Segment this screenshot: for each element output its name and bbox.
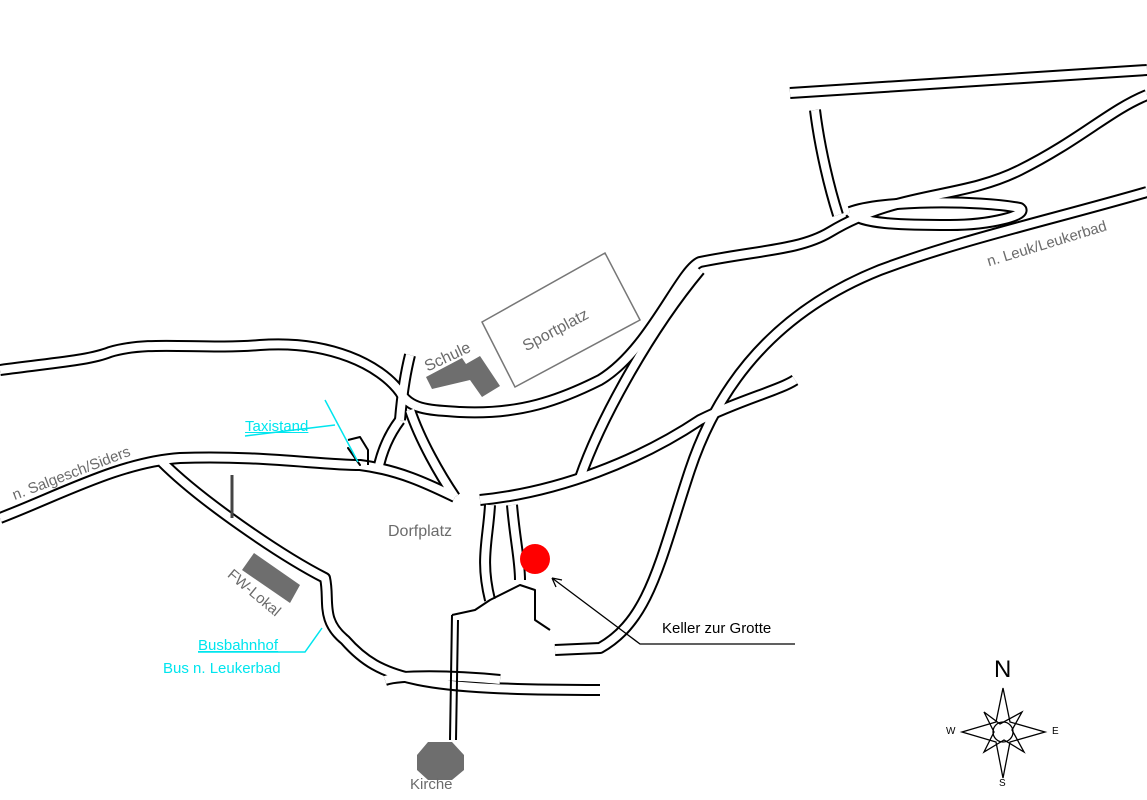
path-to-kirche xyxy=(449,584,551,741)
compass-rose-icon xyxy=(959,687,1048,779)
busbahnhof-pointer xyxy=(198,627,323,653)
compass-e: E xyxy=(1052,726,1059,737)
label-keller: Keller zur Grotte xyxy=(662,620,772,637)
schule-building xyxy=(426,356,500,397)
keller-marker[interactable] xyxy=(520,544,550,574)
sportplatz-field xyxy=(481,251,642,389)
compass-w: W xyxy=(946,726,956,737)
road-outlines xyxy=(0,64,1147,696)
link-taxistand[interactable]: Taxistand xyxy=(245,418,309,435)
link-busbahnhof[interactable]: Busbahnhof xyxy=(198,637,279,654)
keller-pointer-arrow xyxy=(551,577,795,645)
fw-lokal-building xyxy=(242,553,300,603)
taxistand-pointer xyxy=(244,399,359,463)
label-bus-leukerbad: Bus n. Leukerbad xyxy=(163,660,281,677)
label-kirche: Kirche xyxy=(410,776,453,793)
compass-n: N xyxy=(994,656,1012,683)
kirche-building xyxy=(417,742,464,780)
label-dorfplatz: Dorfplatz xyxy=(388,523,453,540)
road-fills xyxy=(0,66,1147,694)
compass-s: S xyxy=(999,778,1006,789)
